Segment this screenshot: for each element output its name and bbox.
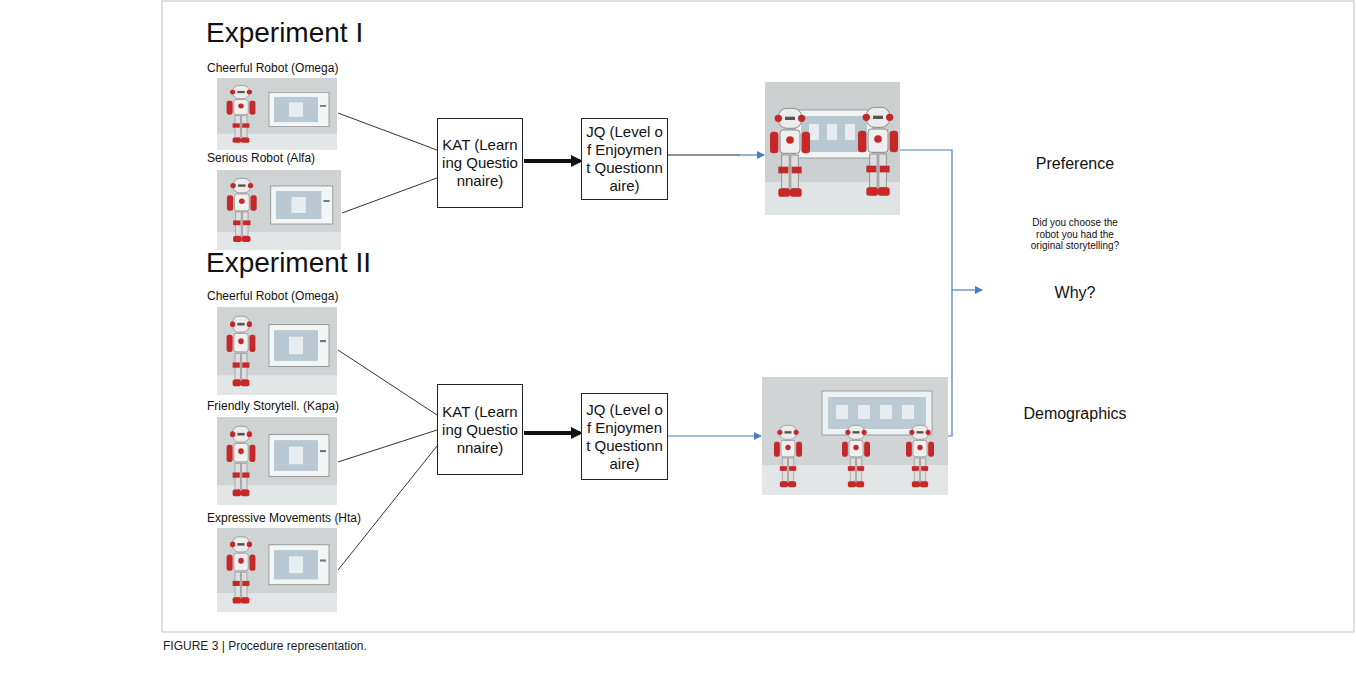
figure-frame <box>162 1 1354 632</box>
robot-photo <box>217 417 337 505</box>
text-label: Demographics <box>995 405 1155 423</box>
robot-photo <box>217 528 337 612</box>
text-label: Friendly Storytell. (Kapa) <box>207 400 339 414</box>
flow-arrow <box>524 159 580 163</box>
box-text: KAT (Learning Questionnaire) <box>441 403 519 457</box>
photo-leader-lines <box>338 113 437 570</box>
text-label: Preference <box>995 155 1155 173</box>
flow-arrow <box>524 431 580 435</box>
text-label: Did you choose the robot you had the ori… <box>1027 217 1123 252</box>
text-label: Cheerful Robot (Omega) <box>207 62 338 76</box>
robot-photo <box>217 78 337 150</box>
text-label: Cheerful Robot (Omega) <box>207 290 338 304</box>
figure-caption: FIGURE 3 | Procedure representation. <box>163 640 367 654</box>
text-label: Why? <box>1015 284 1135 302</box>
robot-photo <box>762 377 948 495</box>
process-box: JQ (Level of Enjoyment Questionnaire) <box>581 118 668 200</box>
flow-lines <box>668 150 982 436</box>
section-heading: Experiment II <box>206 247 371 279</box>
box-text: JQ (Level of Enjoyment Questionnaire) <box>585 123 664 195</box>
process-box: KAT (Learning Questionnaire) <box>437 384 523 475</box>
robot-photo <box>217 307 337 395</box>
robot-photo <box>217 170 341 250</box>
text-label: Serious Robot (Alfa) <box>207 152 315 166</box>
text-label: Expressive Movements (Hta) <box>207 512 361 526</box>
robot-photo <box>765 82 900 215</box>
process-box: KAT (Learning Questionnaire) <box>437 118 523 208</box>
box-text: JQ (Level of Enjoyment Questionnaire) <box>585 401 664 473</box>
box-text: KAT (Learning Questionnaire) <box>441 136 519 190</box>
process-box: JQ (Level of Enjoyment Questionnaire) <box>581 393 668 480</box>
section-heading: Experiment I <box>206 17 363 49</box>
